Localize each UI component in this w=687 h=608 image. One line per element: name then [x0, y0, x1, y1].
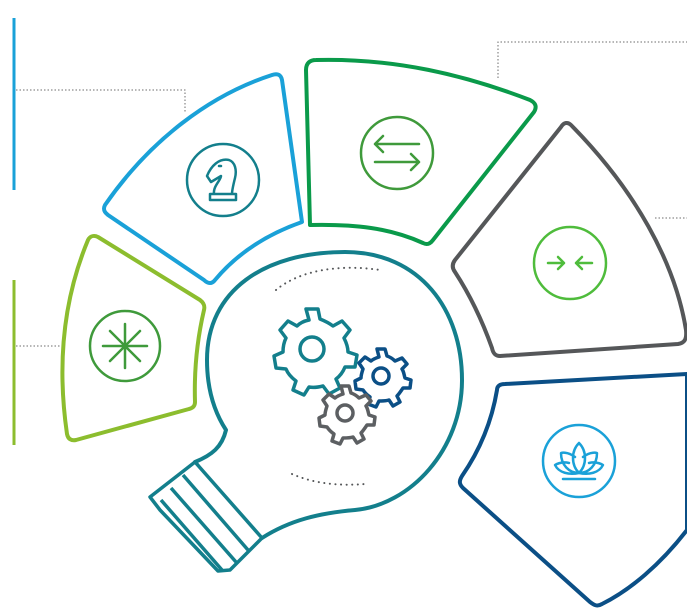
lightbulb-base	[148, 460, 264, 573]
asterisk-icon	[88, 309, 162, 383]
gear-gray-icon	[317, 384, 377, 446]
chess-knight-icon	[185, 142, 261, 218]
converge-arrows-icon	[532, 225, 608, 301]
leader-line-strategy	[16, 89, 186, 112]
lightbulb	[148, 250, 464, 573]
gear-large-icon	[272, 307, 359, 397]
gear-navy-icon	[353, 347, 413, 409]
dotted-arc-top	[275, 266, 381, 291]
exchange-arrows-icon	[359, 115, 435, 191]
leader-line-exchange	[497, 41, 687, 78]
lotus-icon	[541, 423, 617, 499]
dotted-arc-bottom	[291, 473, 366, 486]
